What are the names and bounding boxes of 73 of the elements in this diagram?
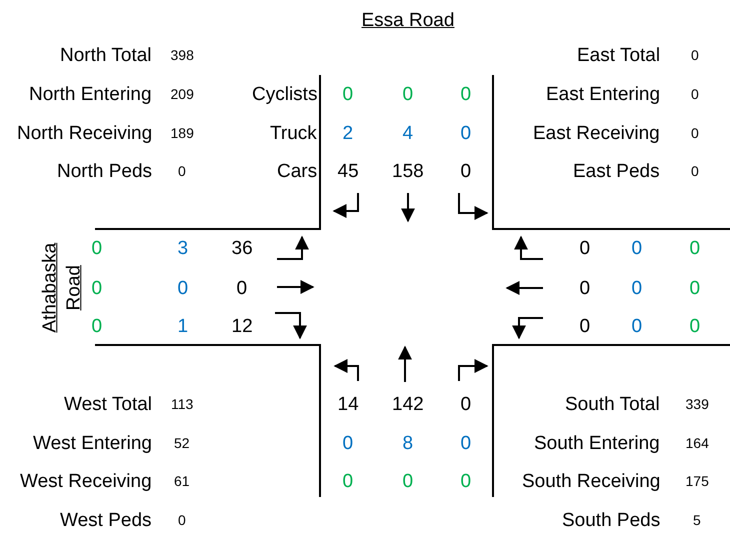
count-value: 209 [170, 87, 194, 101]
count-value: 0 [690, 278, 700, 298]
row-label: Truck [270, 124, 317, 142]
count-value: 0 [92, 238, 102, 258]
count-value: 0 [691, 164, 699, 178]
row-label: South Peds [562, 510, 660, 530]
row-label: West Receiving [20, 472, 152, 490]
count-value: 0 [580, 278, 590, 298]
count-value: 0 [691, 126, 699, 140]
count-value: 0 [178, 164, 186, 178]
count-value: 0 [92, 278, 102, 298]
row-label: South Total [565, 394, 660, 414]
count-value: 0 [632, 278, 642, 298]
count-value: 0 [178, 513, 186, 527]
count-value: 0 [691, 87, 699, 101]
row-label: North Total [60, 46, 152, 64]
count-value: 0 [342, 84, 354, 104]
count-value: 8 [402, 434, 414, 452]
count-value: 189 [170, 126, 194, 140]
count-value: 0 [402, 472, 414, 490]
street-name: Essa Road [362, 10, 454, 30]
count-value: 0 [460, 434, 472, 452]
count-value: 0 [92, 316, 102, 336]
count-value: 3 [178, 238, 188, 258]
count-value: 0 [460, 394, 472, 414]
count-value: 0 [690, 238, 700, 258]
count-value: 0 [402, 84, 414, 104]
count-value: 0 [460, 472, 472, 490]
row-label: East Peds [573, 162, 660, 180]
count-value: 0 [691, 48, 699, 62]
count-value: 0 [236, 278, 248, 298]
count-value: 4 [402, 124, 414, 142]
count-value: 175 [686, 474, 709, 488]
count-value: 339 [686, 397, 709, 411]
count-value: 45 [338, 162, 359, 180]
count-value: 164 [686, 436, 709, 450]
count-value: 61 [174, 474, 190, 488]
count-value: 0 [580, 238, 590, 258]
count-value: 158 [392, 162, 424, 180]
count-value: 0 [460, 162, 472, 180]
count-value: 0 [632, 238, 642, 258]
count-value: 142 [392, 394, 424, 414]
row-label: South Entering [534, 434, 660, 452]
count-value: 0 [460, 84, 472, 104]
count-value: 113 [171, 397, 194, 411]
count-value: 5 [693, 513, 701, 527]
row-label: East Receiving [533, 124, 660, 142]
count-value: 2 [342, 124, 354, 142]
row-label: East Entering [546, 84, 660, 104]
row-label: Cyclists [252, 84, 318, 104]
count-value: 12 [232, 316, 253, 336]
count-value: 1 [178, 316, 188, 336]
row-label: Cars [277, 162, 318, 180]
count-value: 14 [338, 394, 359, 414]
row-label: North Receiving [17, 124, 152, 142]
count-value: 0 [178, 278, 188, 298]
count-value: 0 [342, 434, 354, 452]
count-value: 52 [174, 436, 190, 450]
row-label: East Total [577, 46, 660, 64]
row-label: North Entering [29, 84, 152, 104]
row-label: South Receiving [522, 472, 660, 490]
count-value: 0 [690, 316, 700, 336]
row-label: North Peds [57, 162, 152, 180]
street-name: Athabaska Road [38, 242, 85, 335]
count-value: 0 [460, 124, 472, 142]
count-value: 0 [632, 316, 642, 336]
count-value: 398 [170, 48, 194, 62]
count-value: 0 [580, 316, 590, 336]
row-label: West Peds [60, 510, 152, 530]
row-label: West Entering [33, 434, 152, 452]
count-value: 0 [342, 472, 354, 490]
count-value: 36 [232, 238, 253, 258]
row-label: West Total [64, 394, 152, 414]
